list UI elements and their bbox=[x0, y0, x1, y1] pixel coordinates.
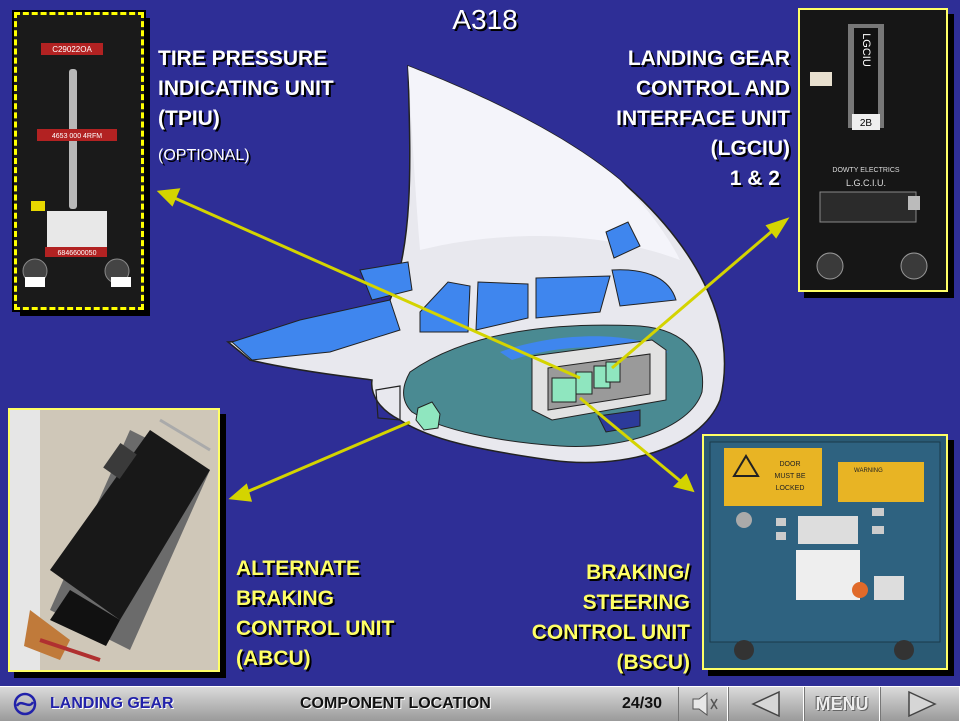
bscu-label: BRAKING/ STEERING CONTROL UNIT (BSCU) bbox=[532, 558, 690, 678]
bscu-door-label-2: MUST BE bbox=[775, 473, 806, 480]
lgciu-unit-image: LGCIU 2B DOWTY ELECTRICS L.G.C.I.U. bbox=[800, 10, 946, 290]
lgciu-label-line: (LGCIU) bbox=[710, 137, 790, 160]
previous-icon bbox=[751, 690, 780, 718]
lgciu-plate: L.G.C.I.U. bbox=[846, 178, 886, 188]
menu-button[interactable]: MENU bbox=[804, 687, 880, 721]
abcu-label: ALTERNATE BRAKING CONTROL UNIT (ABCU) bbox=[236, 554, 394, 674]
abcu-label-line: (ABCU) bbox=[236, 647, 311, 670]
bscu-label-line: (BSCU) bbox=[616, 651, 691, 674]
bscu-unit-image: DOOR MUST BE LOCKED WARNING bbox=[704, 436, 946, 668]
tpiu-label-line: (TPIU) bbox=[158, 107, 220, 130]
slide-stage: A318 C29022OA 4653 000 4RFM 6846600050 bbox=[8, 4, 948, 678]
tpiu-tag-bottom: 6846600050 bbox=[58, 250, 97, 257]
tpiu-label-line: TIRE PRESSURE bbox=[158, 47, 328, 70]
lgciu-photo: LGCIU 2B DOWTY ELECTRICS L.G.C.I.U. bbox=[798, 8, 948, 292]
lgciu-label-line: CONTROL AND bbox=[636, 77, 790, 100]
tpiu-tag-top: C29022OA bbox=[52, 45, 92, 54]
aircraft-nose-illustration bbox=[156, 64, 790, 502]
lgciu-label-line: 1 & 2 bbox=[729, 167, 780, 190]
bscu-photo: DOOR MUST BE LOCKED WARNING bbox=[702, 434, 948, 670]
lgciu-label-line: INTERFACE UNIT bbox=[616, 107, 790, 130]
sound-button[interactable] bbox=[678, 687, 728, 721]
lgciu-label: LANDING GEAR CONTROL AND INTERFACE UNIT … bbox=[616, 44, 790, 194]
bscu-warning: WARNING bbox=[854, 468, 883, 474]
bscu-door-label-1: DOOR bbox=[780, 461, 801, 468]
callout-arrows bbox=[156, 188, 790, 502]
next-button[interactable] bbox=[880, 687, 960, 721]
abcu-label-line: BRAKING bbox=[236, 587, 334, 610]
lgciu-slot-label: 2B bbox=[860, 118, 873, 129]
bscu-label-line: CONTROL UNIT bbox=[531, 621, 690, 644]
tpiu-photo: C29022OA 4653 000 4RFM 6846600050 bbox=[12, 10, 146, 312]
tpiu-tag-mid: 4653 000 4RFM bbox=[52, 133, 102, 140]
next-icon bbox=[908, 690, 937, 718]
slide-title: A318 bbox=[452, 4, 518, 35]
abcu-label-line: CONTROL UNIT bbox=[236, 617, 395, 640]
footer-bar: LANDING GEAR COMPONENT LOCATION 24/30 ME… bbox=[0, 686, 960, 721]
page-counter: 24/30 bbox=[622, 695, 663, 712]
abcu-photo bbox=[8, 408, 220, 672]
tpiu-optional-note: (OPTIONAL) bbox=[158, 147, 250, 164]
lgciu-vertical-label: LGCIU bbox=[860, 33, 872, 67]
tpiu-label-line: INDICATING UNIT bbox=[158, 77, 334, 100]
lgciu-label-line: LANDING GEAR bbox=[627, 47, 790, 70]
previous-button[interactable] bbox=[728, 687, 804, 721]
tpiu-unit-image: C29022OA 4653 000 4RFM 6846600050 bbox=[17, 15, 141, 307]
bscu-label-line: STEERING bbox=[582, 591, 690, 614]
sound-icon bbox=[692, 692, 718, 716]
airbus-logo-icon bbox=[13, 692, 37, 716]
topic-title: COMPONENT LOCATION bbox=[300, 695, 491, 712]
bscu-door-label-3: LOCKED bbox=[776, 485, 805, 492]
lgciu-maker: DOWTY ELECTRICS bbox=[832, 167, 899, 174]
abcu-unit-image bbox=[10, 410, 218, 670]
bscu-label-line: BRAKING/ bbox=[586, 561, 690, 584]
tpiu-label: TIRE PRESSURE INDICATING UNIT (TPIU) bbox=[158, 44, 334, 134]
section-title: LANDING GEAR bbox=[50, 695, 174, 712]
abcu-label-line: ALTERNATE bbox=[236, 557, 361, 580]
